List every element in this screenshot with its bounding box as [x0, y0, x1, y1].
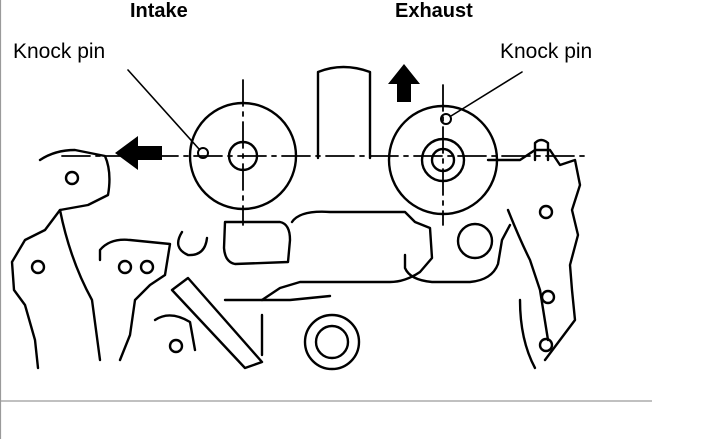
left-block-outline — [10, 148, 111, 370]
bracket-bolt-2 — [139, 259, 155, 275]
right-block-outline — [486, 148, 582, 362]
right-bolt-2 — [540, 289, 556, 305]
right-boss — [456, 222, 494, 260]
exhaust-knock-pin — [440, 113, 452, 125]
right-stud — [533, 138, 550, 162]
bracket-bolt-3 — [168, 338, 184, 354]
right-bolt-1 — [538, 204, 554, 220]
bottom-boss-outer — [303, 313, 361, 371]
knock-pin-label-exhaust: Knock pin — [500, 40, 593, 63]
bracket-arc — [153, 314, 197, 352]
intake-knock-pin — [197, 147, 209, 159]
intake-label: Intake — [130, 0, 188, 22]
left-bolt-top — [64, 170, 80, 186]
center-housing — [260, 210, 434, 302]
right-inner-edge — [506, 208, 550, 342]
left-bolt-mid — [30, 259, 46, 275]
left-arrow-icon — [115, 136, 162, 170]
right-bolt-3 — [538, 337, 554, 353]
center-housing-lower — [223, 294, 332, 302]
leader-line-left — [127, 69, 200, 150]
diagonal-strut — [170, 276, 264, 370]
exhaust-label: Exhaust — [395, 0, 473, 22]
intake-camshaft — [188, 101, 298, 211]
center-lobe — [222, 220, 292, 266]
figure-frame — [0, 0, 652, 439]
bottom-boss-inner — [314, 324, 350, 360]
center-tower — [316, 65, 372, 160]
up-arrow-icon — [388, 64, 420, 102]
lower-left-bracket — [98, 238, 172, 362]
leader-line-right — [450, 71, 523, 117]
right-housing — [403, 223, 512, 284]
knock-pin-label-intake: Knock pin — [13, 40, 106, 63]
bracket-bolt-1 — [117, 259, 133, 275]
left-lower-edge — [58, 208, 102, 362]
intake-small-arc — [176, 230, 209, 257]
right-lower-curve — [518, 298, 537, 370]
